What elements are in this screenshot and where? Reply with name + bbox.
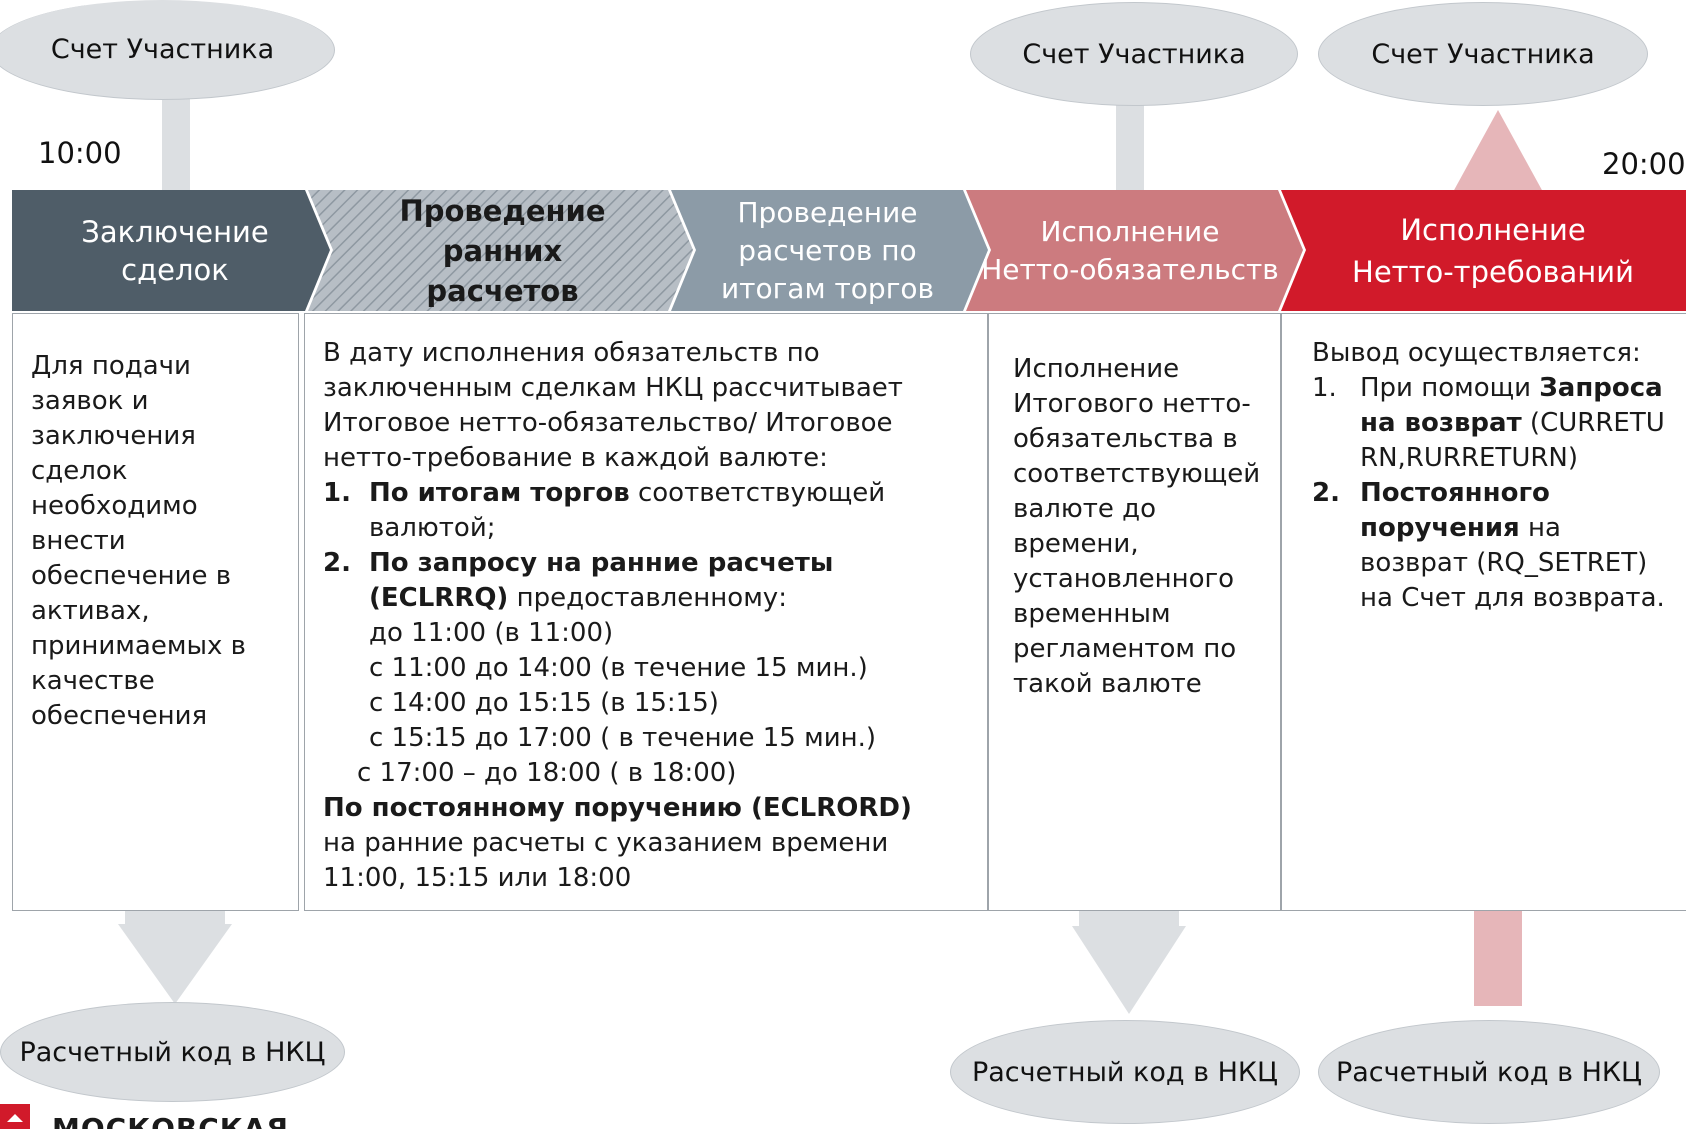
early-order-title: По постоянному поручению (ECLRORD) bbox=[323, 793, 912, 823]
stage-band bbox=[12, 190, 1686, 311]
box-net-claims: Вывод осуществляется: 1. При помощи Запр… bbox=[1281, 313, 1686, 911]
early-schedule: до 11:00 (в 11:00) с 11:00 до 14:00 (в т… bbox=[323, 616, 973, 791]
schedule-row: с 11:00 до 14:00 (в течение 15 мин.) bbox=[369, 653, 868, 683]
claims-item-2: 2. Постоянного поручения на возврат (RQ_… bbox=[1312, 478, 1665, 613]
stage-label-obligations: Исполнение Нетто-обязательств bbox=[981, 214, 1279, 286]
box-net-obligations: Исполнение Итогового нетто-обязательства… bbox=[988, 313, 1281, 911]
arrow-down-left-icon bbox=[118, 924, 232, 1004]
early-item-2: 2. По запросу на ранние расчеты (ECLRRQ)… bbox=[323, 548, 834, 613]
arrow-down-middle-icon bbox=[1072, 926, 1186, 1014]
stage-label-early: Проведение ранних расчетов bbox=[399, 193, 606, 308]
logo: МОСКОВСКАЯ bbox=[0, 1104, 300, 1129]
stage-label-results: Проведение расчетов по итогам торгов bbox=[720, 195, 935, 305]
oval-participant-account-right: Счет Участника bbox=[1318, 2, 1648, 106]
box-deals-text: Для подачи заявок и заключения сделок не… bbox=[31, 351, 246, 731]
early-order-text: на ранние расчеты с указанием времени 11… bbox=[323, 828, 889, 893]
stage-chevron-claims bbox=[1281, 190, 1686, 311]
oval-settlement-code-middle: Расчетный код в НКЦ bbox=[950, 1020, 1300, 1124]
oval-participant-account-left: Счет Участника bbox=[0, 0, 335, 100]
arrow-shaft-top-left bbox=[162, 95, 190, 195]
box-deals: Для подачи заявок и заключения сделок не… bbox=[12, 313, 299, 911]
arrow-shaft-bottom-middle bbox=[1079, 911, 1179, 927]
schedule-row: с 15:15 до 17:00 ( в течение 15 мин.) bbox=[369, 723, 877, 753]
early-intro: В дату исполнения обязательств по заключ… bbox=[323, 338, 903, 473]
oval-settlement-code-right: Расчетный код в НКЦ bbox=[1318, 1020, 1660, 1124]
stage-chevron-early bbox=[308, 190, 693, 311]
stage-label-claims: Исполнение Нетто-требований bbox=[1352, 212, 1634, 289]
logo-text: МОСКОВСКАЯ bbox=[52, 1112, 289, 1129]
claims-item-1: 1. При помощи Запроса на возврат (CURRET… bbox=[1312, 373, 1665, 473]
stage-label-deals: Заключение сделок bbox=[81, 214, 269, 287]
time-end: 20:00 bbox=[1602, 147, 1686, 181]
schedule-row: до 11:00 (в 11:00) bbox=[369, 618, 614, 648]
logo-mark-icon bbox=[0, 1104, 30, 1129]
stage-chevron-deals bbox=[12, 190, 330, 311]
arrow-up-red-icon bbox=[1453, 110, 1543, 192]
arrow-shaft-bottom-right-red bbox=[1474, 911, 1522, 1006]
stage-chevron-results bbox=[671, 190, 988, 311]
early-item-1: 1. По итогам торгов соответствующей валю… bbox=[323, 478, 886, 543]
arrow-shaft-bottom-left bbox=[125, 911, 225, 925]
stage-chevron-obligations bbox=[966, 190, 1303, 311]
claims-intro: Вывод осуществляется: bbox=[1312, 338, 1641, 368]
schedule-row: с 17:00 – до 18:00 ( в 18:00) bbox=[357, 758, 737, 788]
box-obligations-text: Исполнение Итогового нетто-обязательства… bbox=[1013, 354, 1261, 699]
oval-participant-account-middle: Счет Участника bbox=[970, 2, 1298, 106]
oval-settlement-code-left: Расчетный код в НКЦ bbox=[0, 1002, 345, 1102]
arrow-shaft-top-middle bbox=[1116, 100, 1144, 195]
box-early-settlements: В дату исполнения обязательств по заключ… bbox=[304, 313, 988, 911]
schedule-row: с 14:00 до 15:15 (в 15:15) bbox=[369, 688, 719, 718]
time-start: 10:00 bbox=[38, 136, 122, 170]
